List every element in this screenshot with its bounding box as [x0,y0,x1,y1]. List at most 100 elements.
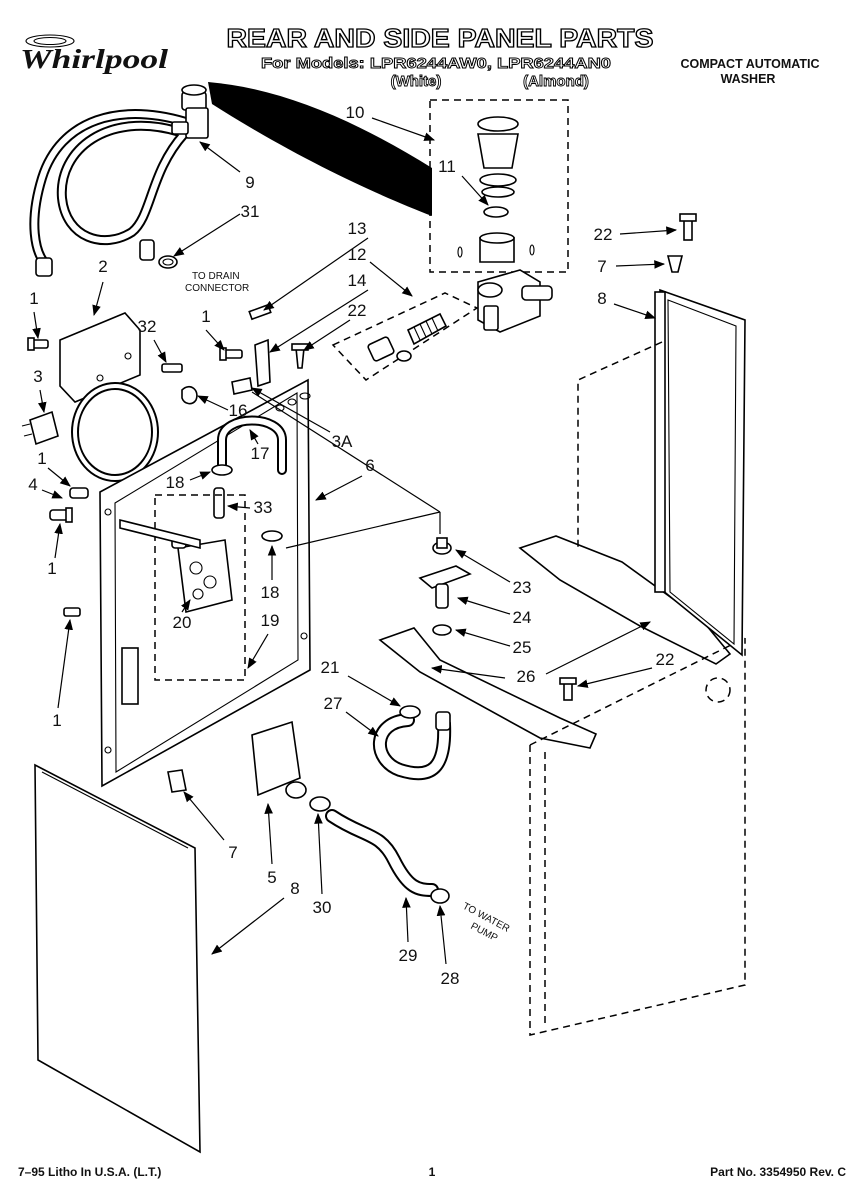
rail-26 [378,627,598,749]
hose-clamp-31 [158,255,178,269]
callout-6: 6 [365,456,374,475]
bushing-4 [49,507,73,523]
callout-4: 4 [28,475,37,494]
solenoid-parts [367,312,448,362]
callout-labels: 10 11 9 31 22 7 2 13 12 14 8 1 22 1 32 3… [28,103,674,988]
footer-page-number: 1 [429,1165,436,1179]
callout-1: 1 [37,449,46,468]
callout-22: 22 [656,650,675,669]
callout-12: 12 [348,245,367,264]
mixing-valve-body [477,269,553,333]
callout-1: 1 [201,307,210,326]
cabinet-outline [529,637,746,1036]
callout-21: 21 [321,658,340,677]
clip-7-right [666,255,684,273]
fill-hose-band [208,82,432,216]
clamp-18-a [211,464,233,476]
callout-10: 10 [346,103,365,122]
screw-1-b [219,347,243,361]
clip-16 [181,385,198,405]
bracket-hole [124,352,132,360]
logo-text: Whirlpool [20,44,169,74]
whirlpool-logo: Whirlpool [20,34,169,74]
water-valve [171,84,209,139]
leveling-leg-7 [167,769,187,793]
screw-1-a [27,337,49,351]
screw-22-top [291,343,309,369]
callout-18: 18 [166,473,185,492]
power-cord-3 [21,382,159,482]
callout-13: 13 [348,219,367,238]
drain-hose-29 [325,809,439,897]
callout-11: 11 [438,157,456,176]
callout-26: 26 [517,667,536,686]
drain-note-line1: TO DRAIN [192,271,240,282]
cap-23 [432,537,452,555]
callout-7: 7 [228,843,237,862]
callout-33: 33 [254,498,273,517]
callout-2: 2 [98,257,107,276]
ring-25 [432,624,452,636]
clamp-18-b [261,530,283,542]
callout-1: 1 [47,559,56,578]
cabinet-top-outline [577,341,663,548]
side-panel-8-left [34,763,201,1154]
drain-note-line2: CONNECTOR [185,283,249,294]
callout-8: 8 [290,879,299,898]
callout-8: 8 [597,289,606,308]
callout-5: 5 [267,868,276,887]
callout-14: 14 [348,271,367,290]
callout-28: 28 [441,969,460,988]
part-11-group-box [429,99,569,273]
callout-1: 1 [52,711,61,730]
part-12-group-box [331,292,479,381]
callout-24: 24 [513,608,532,627]
callout-30: 30 [313,898,332,917]
tube-33 [213,487,225,519]
screw-22-lower [559,677,577,701]
callout-31: 31 [241,202,260,221]
callout-32: 32 [138,317,157,336]
hose-17 [217,415,287,475]
clamp-30 [309,796,331,812]
clamp-28 [430,888,450,904]
bushing-1-c [69,487,89,499]
pump-bracket-rod [119,518,201,550]
hose-connector [435,711,451,731]
side-panel-8-right [654,288,746,657]
callout-17: 17 [251,444,270,463]
product-line-1: COMPACT AUTOMATIC [680,57,819,71]
cord-connector [231,377,253,395]
callout-25: 25 [513,638,532,657]
callout-22: 22 [348,301,367,320]
callout-9: 9 [245,173,254,192]
callout-3a: 3A [332,432,353,451]
screw-22-right [679,213,697,241]
page-title: REAR AND SIDE PANEL PARTS [227,23,654,53]
screw-32 [161,363,183,373]
callout-16: 16 [229,401,248,420]
callout-18: 18 [261,583,280,602]
color-white-label: (White) [391,73,442,90]
leader-lines [32,117,678,965]
bracket-hole [96,374,104,382]
callout-19: 19 [261,611,280,630]
rear-panel-label-plate [121,647,139,705]
footer-litho: 7–95 Litho In U.S.A. (L.T.) [18,1165,161,1179]
callout-23: 23 [513,578,532,597]
callout-29: 29 [399,946,418,965]
hose-27 [372,713,452,781]
fill-nozzle-assembly [457,116,535,263]
callout-20: 20 [173,613,192,632]
callout-7: 7 [597,257,606,276]
bracket-24 [418,565,472,609]
drain-outlet-5 [251,720,307,799]
bracket-14 [254,338,271,388]
color-almond-label: (Almond) [523,73,589,90]
cord-bracket-2 [59,312,141,403]
inlet-hoses [29,109,197,277]
pump-note: TO WATER PUMP [461,901,512,944]
models-line: For Models: LPR6244AW0, LPR6244AN0 [261,55,611,72]
callout-3: 3 [33,367,42,386]
